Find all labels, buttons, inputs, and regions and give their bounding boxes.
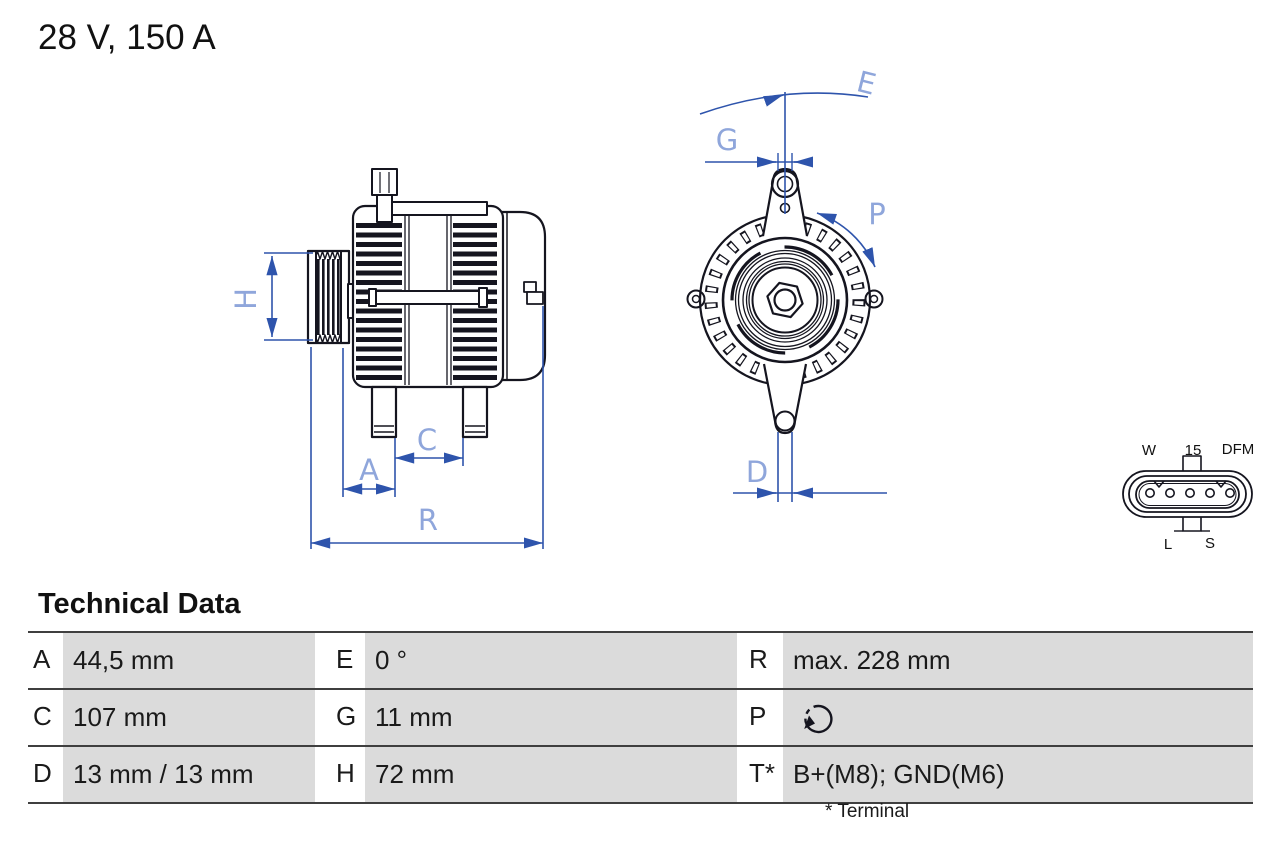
spec-letter: P bbox=[737, 690, 783, 745]
dim-label-e: E bbox=[853, 64, 879, 101]
spec-value: max. 228 mm bbox=[783, 633, 1253, 688]
spec-letter: D bbox=[28, 747, 63, 802]
connector-label-s: S bbox=[1205, 535, 1215, 552]
plug-connector-diagram bbox=[1122, 455, 1253, 532]
terminal-stud bbox=[523, 281, 544, 305]
rotation-direction-icon bbox=[804, 704, 833, 733]
spec-letter: A bbox=[28, 633, 63, 688]
table-row: A 44,5 mm E 0 ° R max. 228 mm bbox=[28, 631, 1253, 688]
spec-value: 107 mm bbox=[63, 690, 315, 745]
dim-label-d: D bbox=[746, 455, 768, 489]
spec-value: 0 ° bbox=[365, 633, 737, 688]
spec-value: 72 mm bbox=[365, 747, 737, 802]
through-bolt bbox=[368, 287, 488, 308]
rear-cover bbox=[498, 210, 547, 382]
dim-arc-e bbox=[699, 92, 869, 115]
dim-arrow-p bbox=[816, 212, 876, 268]
dim-label-a: A bbox=[359, 453, 379, 487]
pin-2 bbox=[1165, 487, 1176, 498]
top-mounting-lug bbox=[371, 168, 398, 223]
body-outline bbox=[698, 213, 872, 387]
shaft-nut bbox=[766, 281, 804, 319]
spec-letter: T* bbox=[737, 747, 783, 802]
pin-3 bbox=[1185, 487, 1196, 498]
table-row: C 107 mm G 11 mm P bbox=[28, 688, 1253, 745]
pin-1 bbox=[1145, 487, 1156, 498]
pin-4 bbox=[1205, 487, 1216, 498]
pin-5 bbox=[1225, 487, 1236, 498]
mounting-feet bbox=[370, 385, 489, 439]
voltage-current-rating: 28 V, 150 A bbox=[38, 18, 216, 57]
spec-letter: G bbox=[315, 690, 365, 745]
spec-value: 13 mm / 13 mm bbox=[63, 747, 315, 802]
spec-value: 11 mm bbox=[365, 690, 737, 745]
technical-data-table: A 44,5 mm E 0 ° R max. 228 mm C 107 mm G… bbox=[28, 631, 1253, 804]
dim-label-h: H bbox=[229, 288, 263, 310]
connector-label-15: 15 bbox=[1185, 442, 1202, 459]
alternator-side-view bbox=[306, 168, 547, 439]
table-row: D 13 mm / 13 mm H 72 mm T* B+(M8); GND(M… bbox=[28, 745, 1253, 802]
technical-data-heading: Technical Data bbox=[38, 588, 241, 620]
pulley bbox=[306, 249, 357, 345]
spec-letter: R bbox=[737, 633, 783, 688]
spec-letter: H bbox=[315, 747, 365, 802]
dim-label-c: C bbox=[417, 423, 437, 457]
spec-letter: C bbox=[28, 690, 63, 745]
dim-label-g: G bbox=[716, 123, 738, 157]
spec-letter: E bbox=[315, 633, 365, 688]
spec-value: 44,5 mm bbox=[63, 633, 315, 688]
connector-label-dfm: DFM bbox=[1222, 441, 1255, 458]
terminal-footnote: * Terminal bbox=[825, 801, 910, 822]
spec-value: B+(M8); GND(M6) bbox=[783, 747, 1253, 802]
dim-label-p: P bbox=[868, 197, 886, 231]
front-bottom-lug bbox=[762, 363, 808, 435]
dim-label-r: R bbox=[418, 503, 438, 537]
spec-value bbox=[783, 690, 1253, 745]
connector-label-w: W bbox=[1142, 442, 1157, 459]
dimension-lines bbox=[264, 92, 887, 549]
connector-label-l: L bbox=[1164, 536, 1172, 553]
alternator-drawing: W 15 DFM L S bbox=[229, 64, 1255, 553]
